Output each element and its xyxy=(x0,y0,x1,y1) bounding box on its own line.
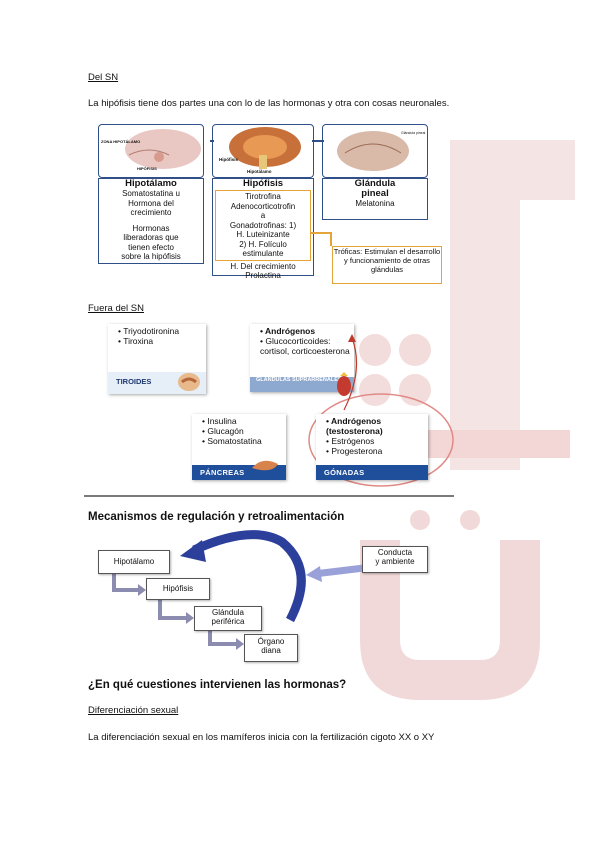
brain-image-left: ZONA HIPOTÁLAMO HIPÓFISIS xyxy=(98,124,204,178)
hipofisis-box: Hipófisis Tirotrofina Adenocorticotrofin… xyxy=(212,178,314,280)
troficas-note: Tróficas: Estimulan el desarrollo y func… xyxy=(332,246,442,284)
conducta-node: Conducta y ambiente xyxy=(362,546,428,573)
section-divider xyxy=(84,495,454,497)
pancreas-card: Insulina Glucagón Somatostatina PÁNCREAS xyxy=(192,414,286,480)
diferenciacion-heading: Diferenciación sexual xyxy=(88,705,179,716)
gonadas-highlight xyxy=(308,393,454,487)
peripheral-glands-figure: Triyodotironina Tiroxina TIROIDES Andróg… xyxy=(108,320,454,488)
brain-middle-icon xyxy=(229,127,301,169)
hipotalamo-node: Hipotálamo xyxy=(98,550,170,574)
tiroides-card: Triyodotironina Tiroxina TIROIDES xyxy=(108,324,206,394)
cuestiones-title: ¿En qué cuestiones intervienen las hormo… xyxy=(88,679,347,691)
fuera-sn-heading: Fuera del SN xyxy=(88,303,144,314)
pineal-box: Glándula pineal Melatonina xyxy=(322,178,428,220)
hipotalamo-box: Hipotálamo Somatostatina u Hormona del c… xyxy=(98,178,204,264)
link-arrow xyxy=(343,334,358,411)
brain-right-icon xyxy=(337,131,409,171)
pancreas-icon xyxy=(252,460,278,471)
intro-paragraph: La hipófisis tiene dos partes una con lo… xyxy=(88,98,450,109)
feedback-arrows xyxy=(112,530,365,650)
brain-left-icon xyxy=(125,129,201,169)
del-sn-heading: Del SN xyxy=(88,72,119,83)
hipofisis-node: Hipófisis xyxy=(146,578,210,600)
glandula-node: Glándula periférica xyxy=(194,606,262,631)
feedback-diagram: Hipotálamo Hipófisis Glándula periférica… xyxy=(94,530,434,664)
suprarrenales-card: Andrógenos Glucocorticoides: cortisol, c… xyxy=(250,324,354,396)
adrenal-kidney-icon xyxy=(337,372,351,396)
brain-image-right: Glándula pineal xyxy=(322,124,428,178)
mecanismos-title: Mecanismos de regulación y retroalimenta… xyxy=(88,511,345,523)
gonadas-card: Andrógenos (testosterona) Estrógenos Pro… xyxy=(316,414,428,480)
thyroid-icon xyxy=(178,373,200,391)
brain-image-middle: Hipófisis Hipotálamo xyxy=(212,124,314,178)
endocrine-brain-diagram: ZONA HIPOTÁLAMO HIPÓFISIS Hipófisis Hipo… xyxy=(88,122,464,284)
diferenciacion-text: La diferenciación sexual en los mamífero… xyxy=(88,732,435,743)
organo-diana-node: Órgano diana xyxy=(244,634,298,662)
